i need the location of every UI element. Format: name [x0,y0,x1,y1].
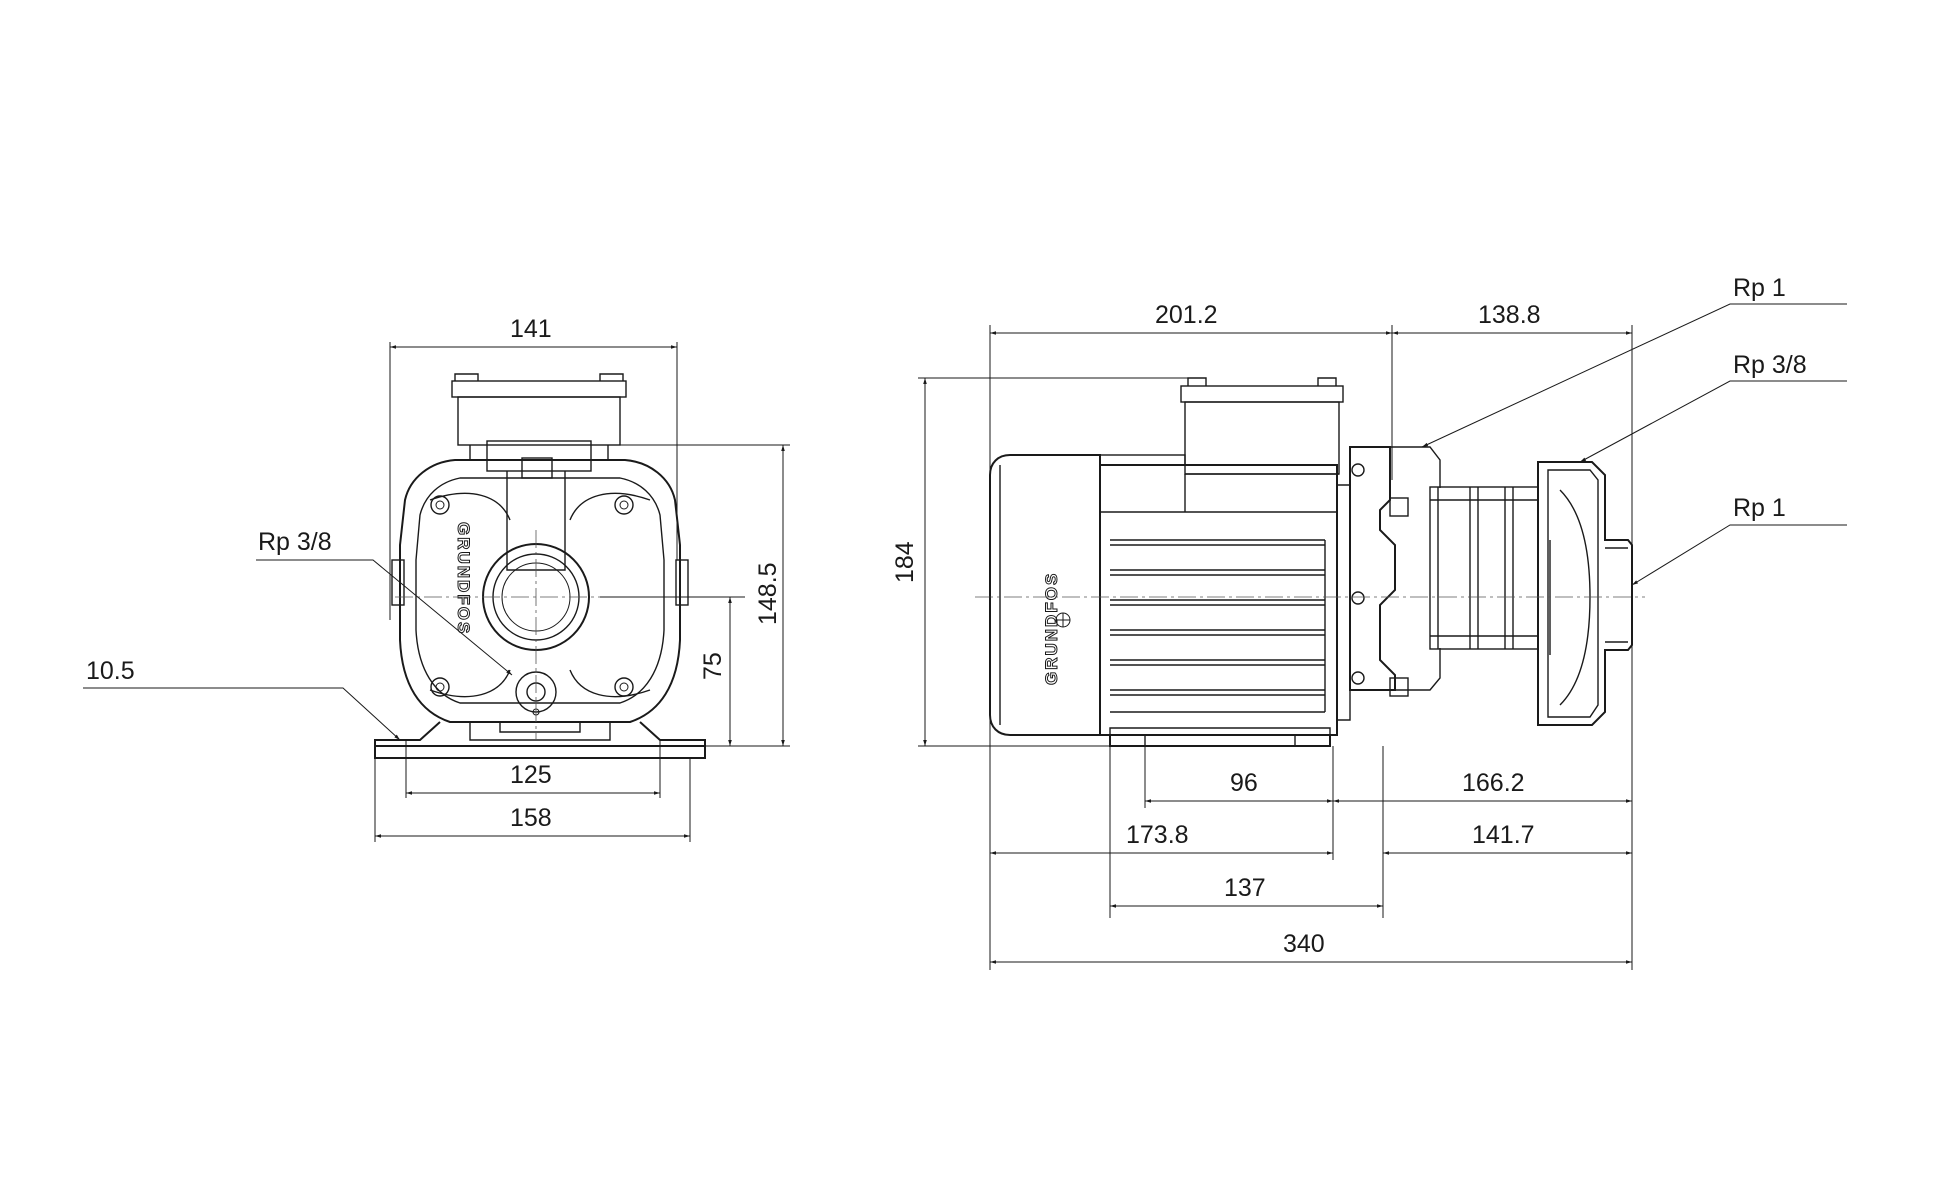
label-drain-connection: Rp 3/8 [1733,351,1807,379]
label-inlet-connection: Rp 1 [1733,494,1786,522]
corner-screws-front [430,495,634,697]
brand-logo-front: GRUNDFOS [454,522,473,635]
dim-total-length: 340 [1283,930,1325,958]
pump-chamber-side [1349,446,1633,726]
front-view: GRUNDFOS [374,373,730,759]
dim-foot-holes: 125 [510,761,552,789]
label-plug-front: Rp 3/8 [258,528,332,556]
dim-motor-length: 201.2 [1155,301,1218,329]
dim-foot-end-to-end: 141.7 [1472,821,1535,849]
dim-height-axis: 75 [699,652,727,680]
side-view-dimensions: 201.2 138.8 184 96 166.2 173.8 141.7 137… [891,274,1847,970]
front-view-dimensions: 141 148.5 75 125 158 10.5 Rp 3/8 [83,315,790,842]
dim-foot-thickness: 10.5 [86,657,135,685]
motor-body-side [1099,464,1351,736]
fan-cover-side: GRUNDFOS [989,454,1101,736]
brand-logo-side: GRUNDFOS [1042,572,1061,685]
dim-total-height: 184 [891,541,919,583]
side-view: GRUNDFOS [975,377,1645,747]
label-outlet-connection: Rp 1 [1733,274,1786,302]
motor-foot-side [1109,727,1331,747]
terminal-box-side [1099,377,1344,512]
pump-body-front [391,459,689,723]
dim-pump-length: 138.8 [1478,301,1541,329]
dim-to-foot-end: 173.8 [1126,821,1189,849]
dim-width-top: 141 [510,315,552,343]
dim-foot-width: 158 [510,804,552,832]
dim-mid-span: 137 [1224,874,1266,902]
dim-height-outlet: 148.5 [754,562,782,625]
base-foot-front [374,721,706,759]
dim-foot-spacing: 96 [1230,769,1258,797]
terminal-box-front [451,373,627,461]
dim-foot-to-end: 166.2 [1462,769,1525,797]
